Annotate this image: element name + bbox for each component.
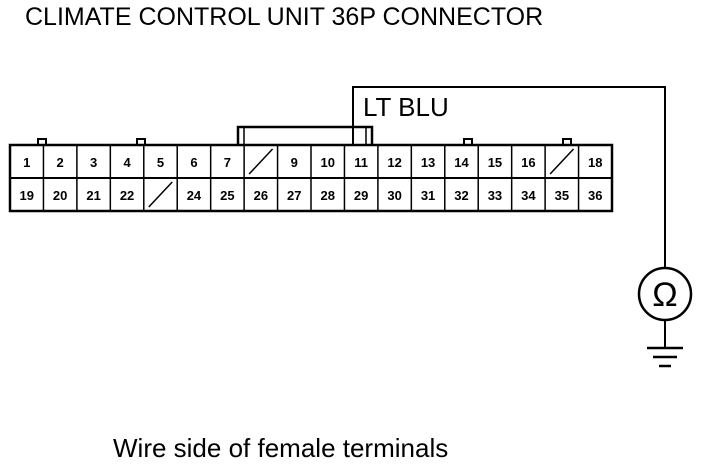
key-nub — [136, 138, 146, 146]
terminal-cavity: 3 — [76, 145, 97, 178]
terminal-number: 4 — [123, 155, 131, 170]
terminal-cavity — [143, 178, 173, 211]
terminal-number: 2 — [57, 155, 64, 170]
caption: Wire side of female terminals — [113, 433, 448, 463]
terminal-cavity: 36 — [577, 178, 603, 211]
test-lead-wire — [352, 86, 666, 268]
terminal-number: 34 — [521, 188, 536, 203]
terminal-number: 13 — [421, 155, 435, 170]
terminal-number: 28 — [320, 188, 334, 203]
terminal-cavity: 1 — [23, 155, 30, 170]
terminal-cavity: 33 — [477, 178, 502, 211]
terminal-cavity: 30 — [377, 178, 402, 211]
key-nub — [562, 138, 572, 146]
terminal-number: 24 — [187, 188, 202, 203]
key-nub — [37, 138, 47, 146]
terminal-cavity: 28 — [310, 178, 335, 211]
terminal-cavity: 20 — [42, 178, 67, 211]
terminal-number: 15 — [488, 155, 502, 170]
terminal-number: 14 — [454, 155, 469, 170]
terminal-number: 26 — [254, 188, 268, 203]
terminal-number: 29 — [354, 188, 368, 203]
terminal-number: 7 — [224, 155, 231, 170]
ground-icon — [647, 346, 683, 368]
terminal-cavity: 10 — [310, 145, 335, 178]
empty-cavity-slash-icon — [549, 148, 575, 175]
terminal-cavity: 29 — [343, 178, 368, 211]
terminal-cavity: 26 — [243, 178, 268, 211]
terminal-number: 35 — [555, 188, 569, 203]
terminal-cavity: 35 — [544, 178, 569, 211]
terminal-number: 6 — [190, 155, 197, 170]
terminal-cavity: 15 — [477, 145, 502, 178]
terminal-number: 16 — [521, 155, 535, 170]
terminal-cavity: 19 — [19, 188, 33, 203]
terminal-number: 30 — [387, 188, 401, 203]
terminal-number: 18 — [588, 155, 602, 170]
empty-cavity-slash-icon — [148, 181, 173, 208]
diagram-title: CLIMATE CONTROL UNIT 36P CONNECTOR — [25, 3, 543, 31]
terminal-cavity — [544, 145, 575, 178]
terminal-number: 36 — [588, 188, 602, 203]
key-nub — [463, 138, 473, 146]
terminal-number: 25 — [220, 188, 234, 203]
terminal-number: 9 — [291, 155, 298, 170]
terminal-number: 12 — [387, 155, 401, 170]
terminal-number: 31 — [421, 188, 435, 203]
terminal-cavity: 6 — [176, 145, 198, 178]
terminal-cavity: 5 — [143, 145, 164, 178]
terminal-number: 22 — [120, 188, 134, 203]
terminal-number: 1 — [23, 155, 30, 170]
terminal-cavity: 22 — [109, 178, 134, 211]
terminal-cavity: 25 — [209, 178, 235, 211]
terminal-number: 32 — [454, 188, 468, 203]
terminal-cavity: 31 — [410, 178, 435, 211]
terminal-cavity: 21 — [76, 178, 101, 211]
terminal-cavity: 4 — [109, 145, 131, 178]
terminal-cavity: 27 — [276, 178, 302, 211]
ohm-symbol: Ω — [652, 276, 677, 314]
terminal-cavity: 32 — [444, 178, 469, 211]
terminal-cavity: 9 — [276, 145, 298, 178]
terminal-number: 20 — [53, 188, 67, 203]
terminal-cavity: 24 — [176, 178, 202, 211]
terminal-cavity: 18 — [577, 145, 603, 178]
terminal-number: 21 — [86, 188, 100, 203]
terminal-cavity — [243, 145, 274, 178]
terminal-cavity: 12 — [377, 145, 402, 178]
terminal-number: 5 — [157, 155, 164, 170]
terminal-number: 3 — [90, 155, 97, 170]
lock-tab — [236, 125, 374, 145]
terminal-number: 33 — [488, 188, 502, 203]
ohmmeter-icon: Ω — [637, 266, 693, 322]
terminal-cavity: 7 — [209, 145, 231, 178]
terminal-number: 19 — [19, 188, 33, 203]
terminal-cavity: 13 — [410, 145, 435, 178]
terminal-cavity: 11 — [343, 145, 368, 178]
terminal-cavity: 16 — [510, 145, 536, 178]
terminal-cavity: 34 — [510, 178, 536, 211]
terminal-number: 11 — [354, 155, 368, 170]
terminal-number: 27 — [287, 188, 301, 203]
empty-cavity-slash-icon — [248, 148, 274, 175]
terminal-number: 10 — [320, 155, 334, 170]
wire-color-label: LT BLU — [363, 92, 449, 122]
terminal-cavity: 14 — [444, 145, 469, 178]
terminal-cavity: 2 — [42, 145, 64, 178]
